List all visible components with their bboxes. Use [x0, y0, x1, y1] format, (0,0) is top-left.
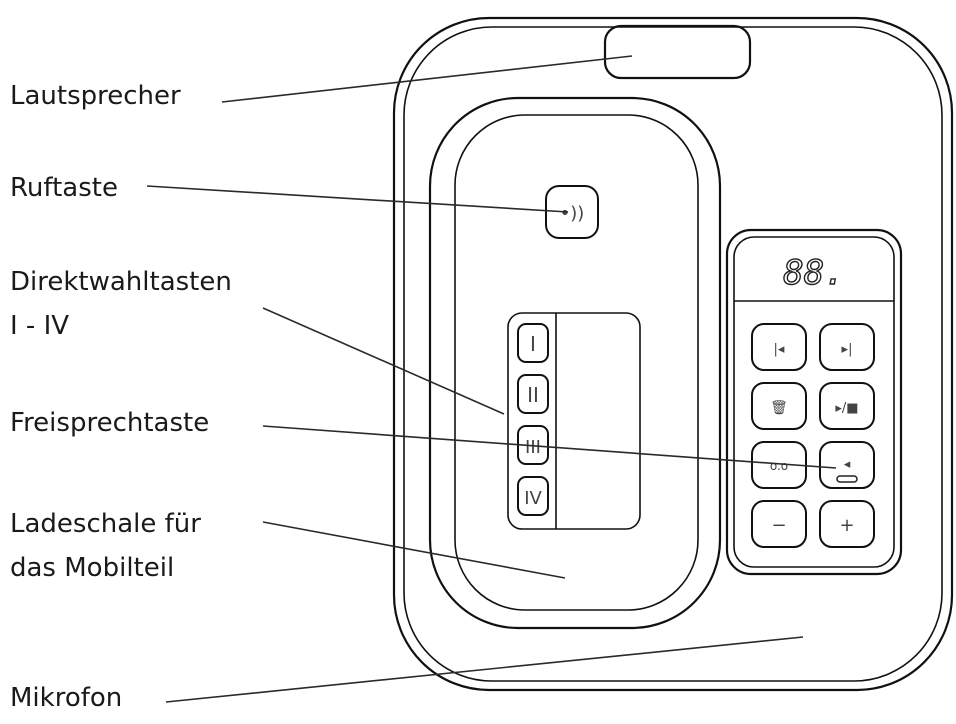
leader-mikrofon	[165, 636, 804, 703]
speakerphone-key	[819, 441, 875, 489]
delete-key	[751, 382, 807, 430]
direct-dial-panel	[507, 312, 641, 530]
direct-key-1	[517, 323, 549, 363]
segment-display: 88.	[783, 253, 844, 293]
direct-key-2-label: II	[527, 383, 539, 407]
base-station-body	[392, 16, 954, 692]
leader-direktwahltasten	[262, 307, 505, 415]
label-direktwahltasten-line1: Direktwahltasten	[10, 267, 232, 297]
direct-key-4	[517, 476, 549, 516]
control-panel-outer	[725, 228, 903, 576]
play-stop-key	[819, 382, 875, 430]
label-direktwahltasten-line2: I - IV	[10, 311, 70, 341]
memo-icon: o.o	[770, 459, 788, 473]
leader-lautsprecher	[221, 55, 633, 103]
leader-ladeschale	[262, 521, 566, 579]
label-freisprechtaste: Freisprechtaste	[10, 408, 210, 438]
label-mikrofon: Mikrofon	[10, 683, 123, 713]
speaker-grille	[603, 24, 752, 80]
leader-freisprechtaste	[262, 425, 837, 469]
direct-key-1-label: I	[530, 332, 536, 356]
label-ruftaste: Ruftaste	[10, 173, 118, 203]
label-direktwahltasten: Direktwahltasten I - IV	[10, 264, 232, 344]
direct-key-2	[517, 374, 549, 414]
minus-icon: −	[771, 515, 786, 536]
prev-key	[751, 323, 807, 371]
direct-key-3-label: III	[525, 437, 541, 458]
label-lautsprecher: Lautsprecher	[10, 81, 181, 111]
speakerphone-led	[836, 475, 858, 483]
label-ladeschale-line2: das Mobilteil	[10, 553, 175, 583]
label-ladeschale-line1: Ladeschale für	[10, 509, 201, 539]
leader-ruftaste	[146, 185, 569, 213]
plus-icon: +	[839, 515, 854, 536]
call-key-icon: •))	[560, 203, 585, 224]
plus-key	[819, 500, 875, 548]
call-key	[545, 185, 599, 239]
trash-icon: 🗑	[770, 400, 788, 416]
label-ladeschale: Ladeschale für das Mobilteil	[10, 506, 201, 586]
cradle-inner	[454, 114, 699, 611]
next-key-icon: ▸|	[842, 342, 853, 357]
speaker-icon: ◂	[844, 457, 851, 472]
next-key	[819, 323, 875, 371]
minus-key	[751, 500, 807, 548]
direct-key-4-label: IV	[524, 488, 542, 509]
cradle-outer	[428, 96, 722, 630]
prev-key-icon: |◂	[774, 342, 785, 357]
play-stop-icon: ▸/■	[835, 401, 858, 416]
control-panel-inner	[733, 236, 895, 568]
